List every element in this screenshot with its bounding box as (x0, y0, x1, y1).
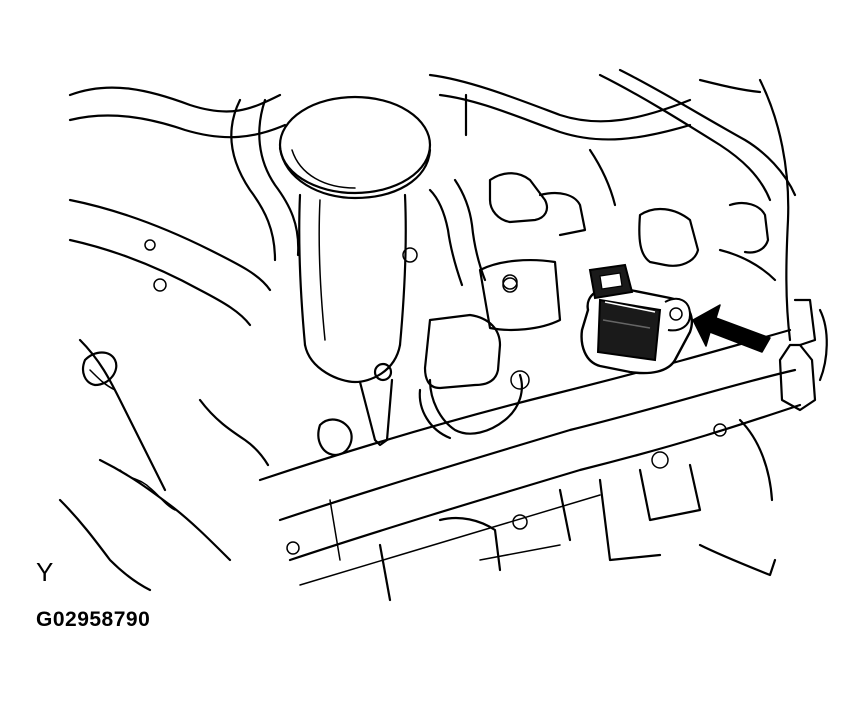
middle-coils (478, 148, 777, 332)
view-label: Y (36, 557, 54, 587)
valve-cover-rails (258, 328, 802, 586)
oil-filler-cap (278, 95, 432, 457)
left-lower-components (58, 239, 270, 592)
lower-right-block (378, 478, 662, 602)
left-large-hose (68, 98, 300, 327)
target-sensor (580, 263, 693, 375)
right-harness (758, 78, 828, 412)
ignition-coil-left (402, 178, 530, 440)
pointer-arrow (692, 304, 771, 353)
figure-code: G02958790 (36, 608, 151, 631)
upper-hoses (68, 68, 797, 202)
